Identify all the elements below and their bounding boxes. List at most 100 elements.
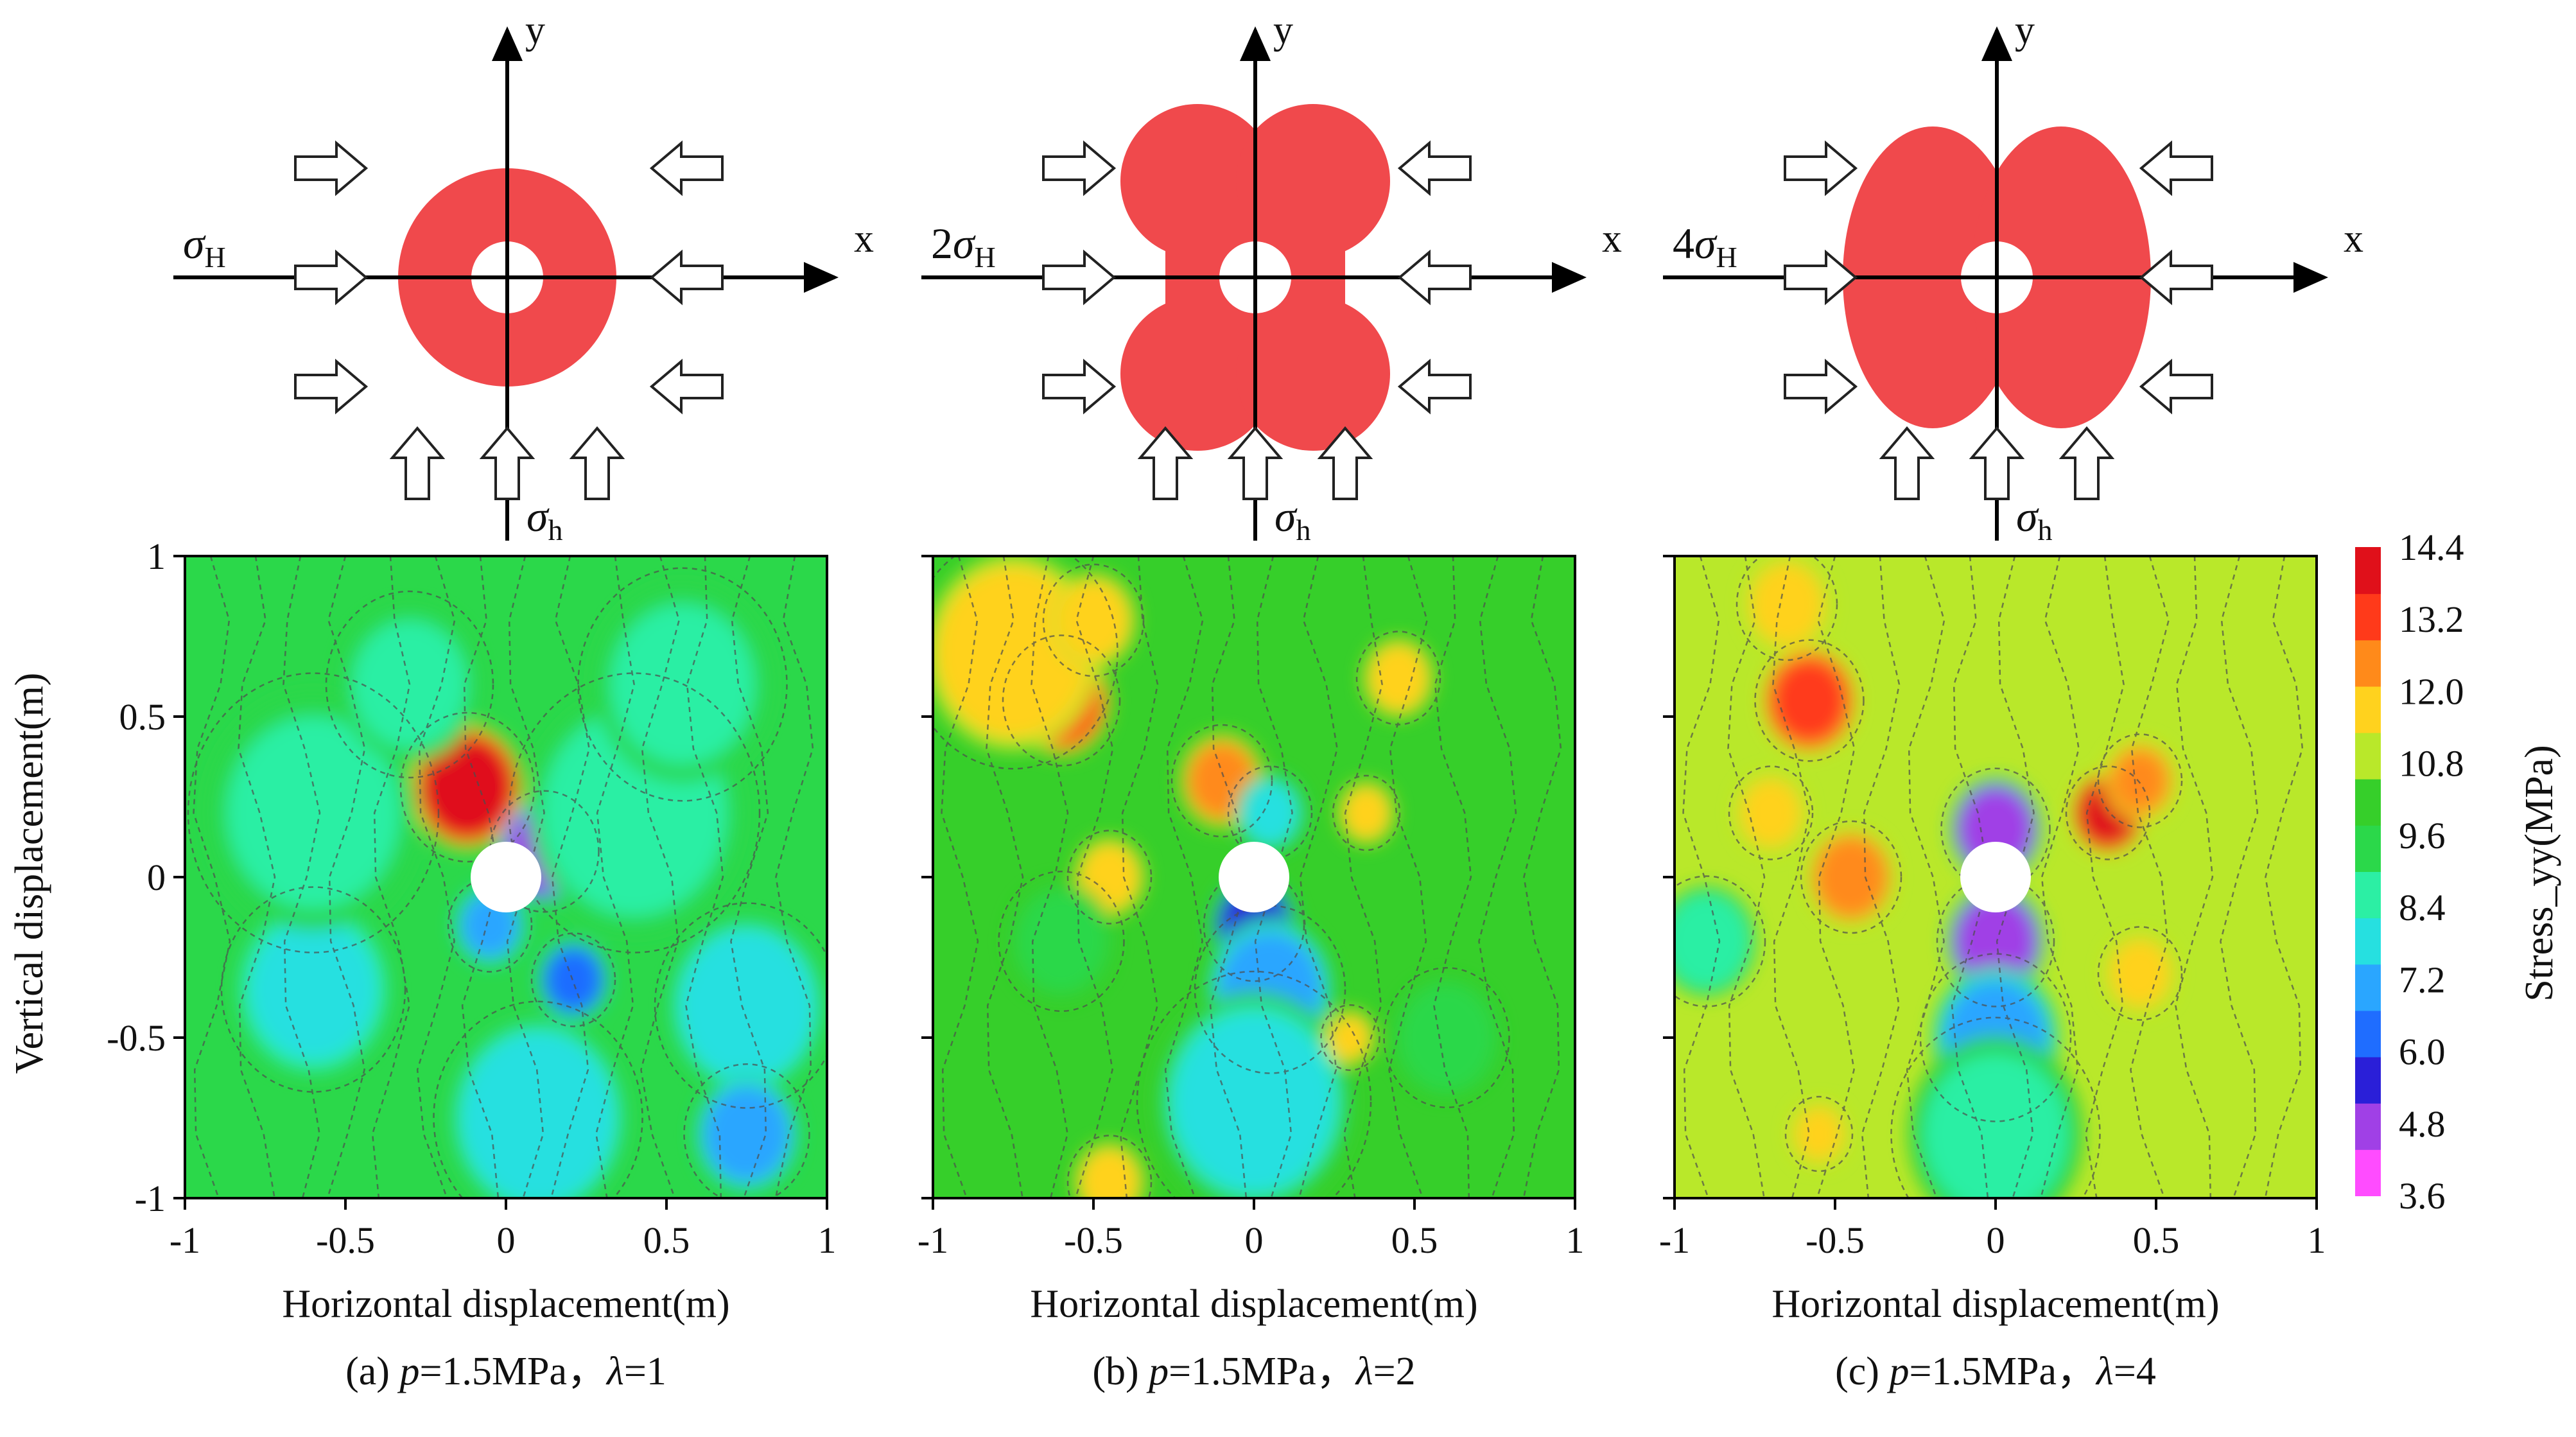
contour-line xyxy=(1171,724,1273,838)
contour-line xyxy=(1066,1135,1153,1198)
arrow-up-icon xyxy=(2058,426,2115,500)
x-tick-label: 1 xyxy=(818,1219,837,1261)
stress-hotspot xyxy=(1771,659,1847,742)
y-tick-label: 0 xyxy=(147,857,166,898)
arrow-up-icon xyxy=(1969,426,2025,500)
arrow-left-icon xyxy=(649,358,724,415)
contour-line xyxy=(283,556,321,1198)
contour-line xyxy=(730,556,769,1198)
panel-caption: (a) p=1.5MPa，λ=1 xyxy=(345,1350,666,1393)
colorbar-tick-label: 8.4 xyxy=(2399,887,2446,928)
stress-hotspot xyxy=(1370,646,1427,710)
x-tick-label: 0 xyxy=(1987,1219,2005,1261)
stress-hotspot xyxy=(1742,781,1800,845)
y-axis-letter: y xyxy=(2015,8,2035,52)
x-tick-label: -1 xyxy=(918,1219,948,1261)
arrow-right-icon xyxy=(1042,249,1117,306)
x-tick-label: 0.5 xyxy=(1391,1219,1438,1261)
contour-line xyxy=(550,556,590,1198)
contour-line xyxy=(1164,556,1204,1198)
arrow-right-icon xyxy=(294,249,369,306)
stress-hotspot xyxy=(544,948,602,1012)
contour-line xyxy=(2040,556,2080,1198)
stress-hotspot xyxy=(1752,566,1822,643)
borehole-icon xyxy=(1960,842,2031,912)
colorbar-swatch xyxy=(2355,593,2381,641)
arrow-left-icon xyxy=(2139,140,2213,196)
contour-line xyxy=(774,556,814,1198)
colorbar-tick-label: 7.2 xyxy=(2399,959,2446,1000)
colorbar-tick-label: 10.8 xyxy=(2399,743,2464,785)
contour-line xyxy=(1906,556,1945,1198)
stress-hotspot xyxy=(683,935,810,1076)
arrow-right-icon xyxy=(1784,358,1858,415)
contour-line xyxy=(530,932,616,1027)
contour-line xyxy=(1682,556,1721,1198)
arrow-up-icon xyxy=(479,426,535,500)
colorbar-swatch xyxy=(2355,547,2381,595)
stress-hotspot xyxy=(2111,749,2169,813)
colorbar-swatch xyxy=(2355,732,2381,779)
contour-line xyxy=(187,672,440,954)
x-axis-label: Horizontal displacement(m) xyxy=(1030,1282,1477,1326)
x-tick-label: 0.5 xyxy=(643,1219,690,1261)
x-axis-letter: x xyxy=(2344,217,2363,261)
contour-line xyxy=(1919,953,2072,1122)
contour-line xyxy=(2065,765,2151,860)
contour-line xyxy=(2085,556,2125,1198)
stress-hotspot xyxy=(2111,941,2169,1006)
contour-line xyxy=(1119,556,1159,1198)
colorbar-tick-label: 6.0 xyxy=(2399,1031,2446,1073)
arrow-left-icon xyxy=(649,140,724,196)
y-tick-label: 1 xyxy=(147,536,166,577)
contour-line xyxy=(1002,634,1121,767)
contour-line xyxy=(1042,563,1145,677)
stress-field xyxy=(185,556,827,1198)
colorbar-swatch xyxy=(2355,1056,2381,1104)
x-tick-label: -0.5 xyxy=(1806,1219,1865,1261)
contour-line xyxy=(683,1063,810,1198)
colorbar-tick-label: 13.2 xyxy=(2399,598,2464,640)
stress-hotspot xyxy=(1173,1012,1335,1192)
contour-line xyxy=(2097,733,2183,828)
arrow-right-icon xyxy=(1042,140,1117,196)
contour-line xyxy=(595,556,635,1198)
contour-line xyxy=(1031,556,1069,1198)
contour-line xyxy=(1736,556,1838,661)
colorbar-label: Stress_yy(MPa) xyxy=(2518,745,2561,1002)
contour-line xyxy=(2130,556,2170,1198)
contour-line xyxy=(986,556,1024,1198)
x-tick-label: -1 xyxy=(170,1219,200,1261)
y-axis-label: Vertical displacement(m) xyxy=(8,673,51,1074)
contour-line xyxy=(508,672,761,954)
arrow-right-icon xyxy=(1042,358,1117,415)
contour-line xyxy=(1727,556,1766,1198)
stress-hotspot xyxy=(1955,896,2036,986)
sigma-h-minor-label: σh xyxy=(527,492,563,546)
borehole-icon xyxy=(1219,842,1289,912)
y-axis-letter: y xyxy=(525,8,545,52)
colorbar-swatch xyxy=(2355,824,2381,872)
contour-line xyxy=(1388,556,1428,1198)
x-tick-label: 0 xyxy=(497,1219,516,1261)
arrow-up-icon xyxy=(1227,426,1284,500)
arrow-left-icon xyxy=(1397,249,1472,306)
colorbar-swatch xyxy=(2355,778,2381,826)
stress-hotspot xyxy=(1059,582,1128,659)
contour-line xyxy=(326,556,366,1198)
contour-line xyxy=(2175,556,2214,1198)
x-axis-letter: x xyxy=(854,217,874,261)
contour-line xyxy=(238,556,276,1198)
arrow-right-icon xyxy=(294,358,369,415)
arrow-up-icon xyxy=(1317,426,1373,500)
contour-line xyxy=(1332,774,1401,851)
contour-line xyxy=(1754,639,1865,762)
contour-line xyxy=(1203,868,1305,982)
sigma-h-major-label: 2σH xyxy=(931,219,996,274)
arrow-right-icon xyxy=(1784,249,1858,306)
colorbar-swatch xyxy=(2355,964,2381,1011)
